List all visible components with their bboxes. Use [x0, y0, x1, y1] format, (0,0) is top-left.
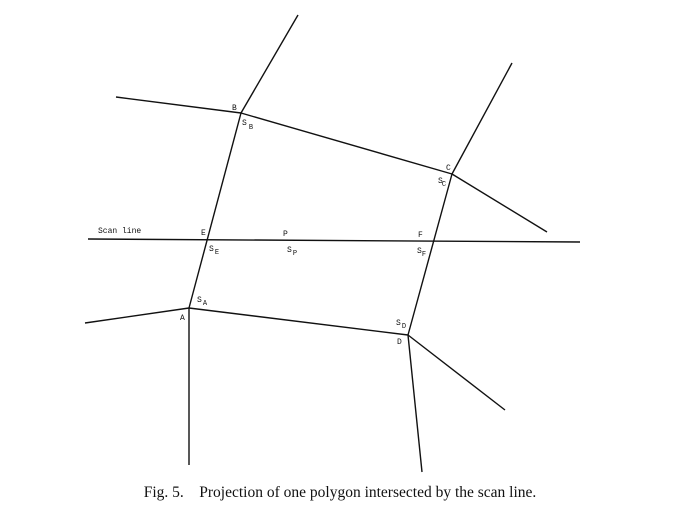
- s-a-label: SA: [197, 296, 208, 308]
- vertex-f-label: F: [418, 231, 423, 240]
- s-d-label: SD: [396, 319, 406, 331]
- s-p-label: SP: [287, 246, 297, 258]
- point-p-label: P: [283, 230, 288, 239]
- edge-c-right: [451, 173, 548, 233]
- edge-a-d: [188, 307, 409, 336]
- edge-d-right: [407, 334, 506, 411]
- edges: [84, 14, 581, 473]
- edge-b-c: [240, 112, 453, 175]
- edge-left-to-b: [115, 96, 242, 114]
- s-f-label: SF: [417, 247, 426, 259]
- edge-d-bottom: [407, 334, 423, 473]
- scan-line-label: Scan line: [98, 227, 141, 236]
- vertex-b-label: B: [232, 104, 237, 113]
- edge-c-d: [407, 173, 453, 336]
- vertex-c-label: C: [446, 164, 451, 173]
- scan-line: [87, 238, 581, 243]
- vertex-e-label: E: [201, 229, 206, 238]
- edge-c-top: [451, 62, 513, 175]
- s-c-label: SC: [438, 177, 446, 189]
- edge-a-left: [84, 307, 190, 324]
- edge-b-a: [188, 112, 242, 309]
- edge-b-top: [240, 14, 299, 114]
- s-e-label: SE: [209, 245, 219, 257]
- figure-caption: Fig. 5. Projection of one polygon inters…: [143, 484, 537, 501]
- vertex-d-label: D: [397, 338, 402, 347]
- vertex-a-label: A: [180, 314, 185, 323]
